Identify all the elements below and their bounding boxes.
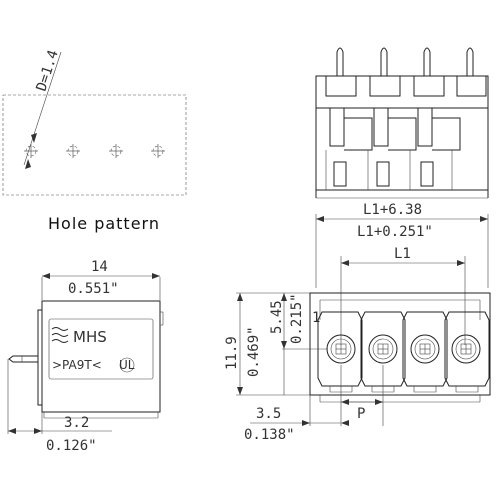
side-view: 14 0.551" MHS >PA9T< UL	[7, 259, 164, 454]
brand-text: MHS	[73, 328, 107, 346]
overall-length-mm: L1+6.38	[363, 202, 422, 218]
hole-3	[109, 144, 123, 158]
pin-top-3	[423, 47, 431, 76]
pin-offset-mm: 3.2	[64, 415, 89, 431]
front-body-outline	[309, 292, 491, 396]
diameter-leader	[23, 51, 62, 166]
terminal-2	[360, 311, 406, 387]
hole-pattern-view: D=1.4 Hole pattern	[2, 48, 187, 233]
width-mm: 14	[91, 259, 108, 275]
hole-pattern-outline	[2, 94, 187, 196]
label-plate	[48, 318, 154, 380]
terminal-cells	[317, 311, 490, 387]
mhs-logo-icon	[51, 327, 69, 343]
edge-offset-in: 0.138"	[244, 427, 295, 443]
pitch-label: P	[357, 406, 365, 422]
pin-top-4	[466, 47, 474, 76]
upper-height-mm: 5.45	[269, 300, 285, 334]
pin-top-2	[380, 47, 388, 76]
edge-offset-mm: 3.5	[256, 406, 281, 422]
side-body-outline	[41, 300, 161, 413]
hole-4	[151, 144, 165, 158]
overall-length-in: L1+0.251"	[357, 224, 433, 240]
width-in: 0.551"	[68, 281, 119, 297]
terminal-3	[402, 311, 448, 387]
pin-offset-in: 0.126"	[46, 438, 97, 454]
top-view	[315, 47, 489, 199]
pin-top-1	[336, 47, 344, 76]
front-view: L1+6.38 L1+0.251" L1 1	[224, 202, 491, 443]
pin-side	[8, 355, 38, 363]
hole-pattern-label: Hole pattern	[48, 214, 160, 233]
ul-mark-icon: UL	[119, 357, 135, 373]
height-mm: 11.9	[224, 336, 240, 370]
span-label: L1	[394, 246, 411, 262]
material-text: >PA9T<	[52, 358, 102, 372]
hole-2	[66, 144, 80, 158]
housing-top-outline	[315, 75, 489, 191]
upper-height-in: 0.215"	[289, 293, 305, 344]
height-in: 0.469"	[246, 326, 262, 377]
terminal-4	[444, 311, 490, 387]
hole-diameter: D=1.4	[34, 48, 62, 93]
svg-text:UL: UL	[119, 358, 135, 372]
pin-one-marker: 1	[312, 310, 320, 326]
hole-1	[24, 144, 38, 158]
